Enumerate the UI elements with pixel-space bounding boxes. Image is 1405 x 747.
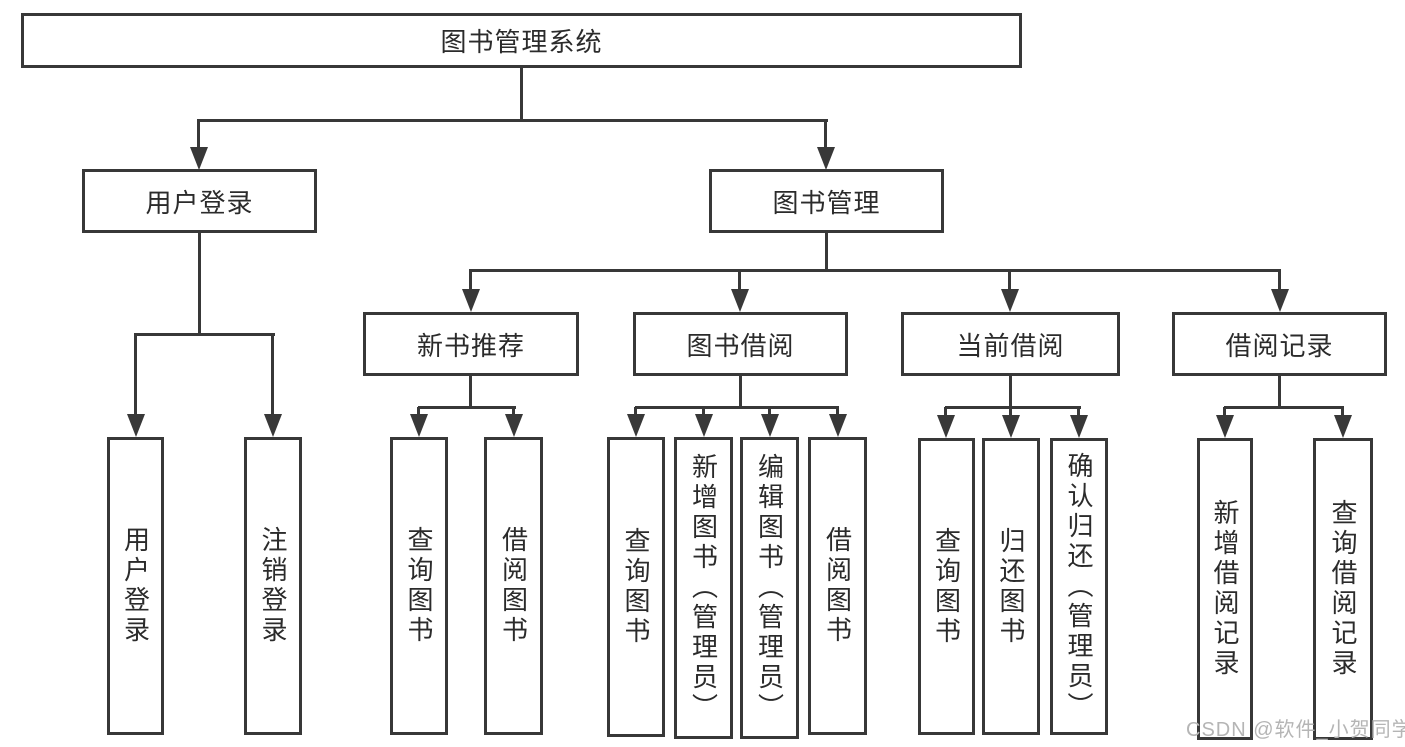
leaf-label: 编辑图书（管理员） [754, 453, 785, 723]
connector-userlogin-stem [198, 233, 201, 335]
leaf-label: 借阅图书 [498, 526, 529, 646]
arrow-down-icon [462, 271, 480, 312]
connector-newbook-bar [418, 406, 516, 409]
connector-bookmgmt-stem [825, 233, 828, 271]
arrow-down-icon [695, 407, 713, 437]
arrow-down-icon [264, 334, 282, 437]
node-label: 图书管理系统 [440, 27, 603, 57]
node-book-borrow: 图书借阅 [633, 312, 848, 376]
connector-borrowrecord-stem [1278, 376, 1281, 408]
node-new-book-recommend: 新书推荐 [363, 312, 579, 376]
leaf-edit-book-admin: 编辑图书（管理员） [740, 437, 799, 739]
arrow-down-icon [1002, 407, 1020, 438]
node-current-borrow: 当前借阅 [901, 312, 1120, 376]
node-label: 新书推荐 [416, 330, 525, 361]
connector-userlogin-bar [134, 333, 275, 336]
leaf-add-book-admin: 新增图书（管理员） [674, 437, 733, 739]
arrow-down-icon [1216, 407, 1234, 438]
node-book-management: 图书管理 [709, 169, 944, 233]
node-borrow-record: 借阅记录 [1172, 312, 1387, 376]
arrow-down-icon [1001, 271, 1019, 312]
leaf-query-book-1: 查询图书 [390, 437, 448, 735]
leaf-return-book: 归还图书 [982, 438, 1040, 735]
leaf-label: 新增图书（管理员） [688, 453, 719, 723]
node-label: 当前借阅 [956, 330, 1065, 361]
leaf-label: 借阅图书 [822, 526, 853, 646]
leaf-borrow-book-1: 借阅图书 [484, 437, 543, 735]
node-label: 图书借阅 [686, 330, 795, 361]
arrow-down-icon [627, 407, 645, 437]
leaf-label: 查询图书 [931, 526, 962, 647]
leaf-query-book-2: 查询图书 [607, 437, 665, 737]
arrow-down-icon [829, 407, 847, 437]
connector-bookborrow-stem [739, 376, 742, 408]
node-label: 图书管理 [772, 187, 881, 218]
connector-bookborrow-bar [635, 406, 839, 409]
leaf-label: 查询图书 [621, 527, 651, 647]
node-user-login: 用户登录 [82, 169, 317, 233]
leaf-confirm-return-admin: 确认归还（管理员） [1050, 438, 1108, 735]
connector-currentborrow-stem [1009, 376, 1012, 408]
connector-currentborrow-bar [945, 406, 1081, 409]
arrow-down-icon [937, 407, 955, 438]
node-label: 用户登录 [145, 187, 254, 218]
node-library-system: 图书管理系统 [21, 13, 1022, 68]
leaf-logout: 注销登录 [244, 437, 302, 735]
leaf-label: 归还图书 [996, 526, 1026, 647]
leaf-label: 用户登录 [120, 526, 151, 646]
leaf-add-borrow-record: 新增借阅记录 [1197, 438, 1253, 740]
arrow-down-icon [1271, 271, 1289, 312]
leaf-label: 注销登录 [258, 526, 288, 646]
leaf-query-book-3: 查询图书 [918, 438, 975, 735]
arrow-down-icon [505, 407, 523, 437]
leaf-query-borrow-record: 查询借阅记录 [1313, 438, 1373, 740]
leaf-label: 查询借阅记录 [1328, 499, 1358, 679]
leaf-label: 新增借阅记录 [1210, 499, 1240, 679]
arrow-down-icon [731, 271, 749, 312]
connector-root-stem [520, 68, 523, 120]
leaf-user-login: 用户登录 [107, 437, 164, 735]
arrow-down-icon [817, 120, 835, 170]
node-label: 借阅记录 [1225, 330, 1334, 361]
arrow-down-icon [190, 120, 208, 170]
arrow-down-icon [410, 407, 428, 437]
arrow-down-icon [761, 407, 779, 437]
connector-borrowrecord-bar [1224, 406, 1344, 409]
connector-root-bar [197, 119, 828, 122]
leaf-label: 确认归还（管理员） [1064, 451, 1094, 722]
arrow-down-icon [1070, 407, 1088, 438]
connector-bookmgmt-bar [469, 269, 1281, 272]
connector-newbook-stem [469, 376, 472, 408]
leaf-borrow-book-2: 借阅图书 [808, 437, 867, 735]
csdn-watermark: CSDN @软件_小贺同学 [1186, 719, 1405, 741]
leaf-label: 查询图书 [404, 526, 434, 646]
arrow-down-icon [1334, 407, 1352, 438]
arrow-down-icon [127, 334, 145, 437]
